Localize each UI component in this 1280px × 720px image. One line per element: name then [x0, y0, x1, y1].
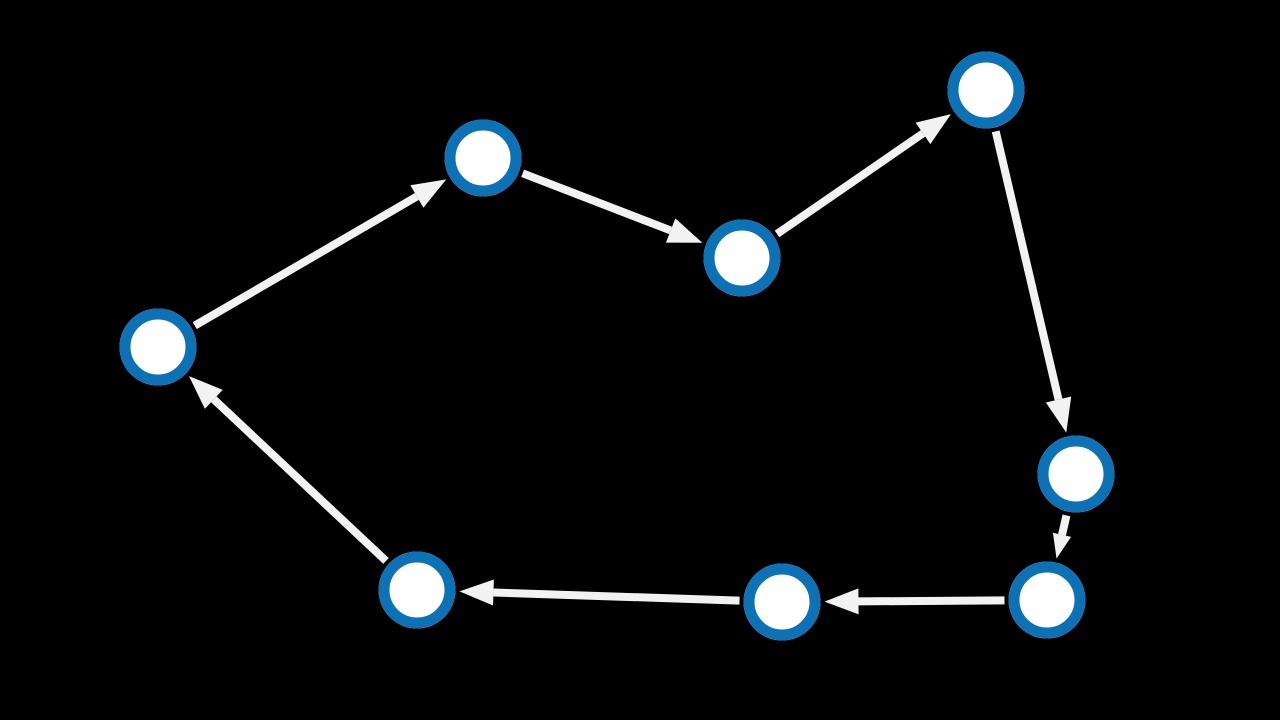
graph-node-n2[interactable]: [444, 119, 522, 197]
graph-edge-n8-to-n1: [211, 396, 389, 564]
nodes-layer: [119, 51, 1115, 641]
arrow-head-icon-n6-to-n7: [824, 588, 859, 615]
graph-edge-n1-to-n2: [192, 193, 419, 330]
graph-node-ring: [1037, 435, 1115, 513]
graph-node-ring: [743, 563, 821, 641]
arrow-head-icon-n4-to-n5: [1045, 396, 1072, 433]
arrow-head-icon-n2-to-n3: [665, 218, 703, 243]
graph-edge-n3-to-n4: [774, 130, 926, 238]
arrow-head-icon-n3-to-n4: [915, 114, 951, 145]
arrow-head-icon-n5-to-n6: [1052, 532, 1072, 559]
graph-edge-n7-to-n8: [493, 588, 740, 605]
graph-node-ring: [1008, 561, 1086, 639]
graph-node-n1[interactable]: [119, 308, 197, 386]
edges-layer: [188, 114, 1072, 615]
arrow-head-icon-n8-to-n1: [188, 376, 223, 409]
graph-node-n8[interactable]: [378, 551, 456, 629]
graph-node-ring: [703, 219, 781, 297]
graph-node-ring: [378, 551, 456, 629]
graph-node-ring: [947, 51, 1025, 129]
graph-node-n3[interactable]: [703, 219, 781, 297]
arrow-head-icon-n7-to-n8: [459, 579, 494, 606]
graph-edge-n6-to-n7: [858, 596, 1005, 606]
graph-edge-n5-to-n6: [1058, 514, 1071, 536]
arrow-head-icon-n1-to-n2: [410, 179, 447, 208]
graph-node-n4[interactable]: [947, 51, 1025, 129]
graph-node-ring: [444, 119, 522, 197]
graph-edge-n2-to-n3: [521, 169, 673, 235]
graph-node-n7[interactable]: [743, 563, 821, 641]
graph-node-ring: [119, 308, 197, 386]
graph-edge-n4-to-n5: [991, 130, 1063, 401]
graph-node-n5[interactable]: [1037, 435, 1115, 513]
graph-node-n6[interactable]: [1008, 561, 1086, 639]
